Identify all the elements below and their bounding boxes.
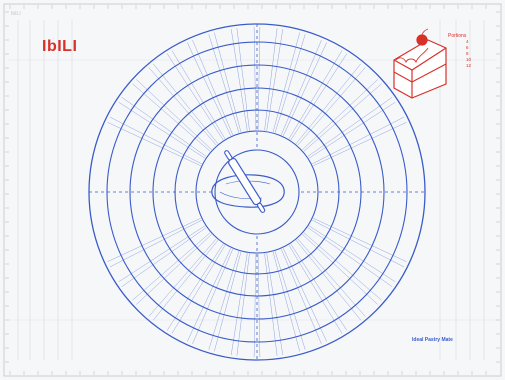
cake-chart-item: 10: [466, 57, 472, 62]
radial-mark: [302, 79, 378, 150]
radial-mark: [307, 97, 393, 157]
radial-mark: [297, 238, 366, 317]
radial-mark: [312, 116, 405, 165]
radial-mark: [297, 67, 366, 146]
radial-mark: [266, 28, 284, 131]
circle-radial-marks: [89, 24, 425, 360]
radial-mark: [257, 27, 261, 131]
cake-chart-item: 12: [466, 63, 472, 68]
radial-mark: [192, 40, 234, 136]
radial-mark: [214, 251, 242, 352]
cake-chart-item: 6: [466, 45, 469, 50]
ruler-ticks: [5, 5, 500, 375]
radial-mark: [152, 240, 219, 321]
corner-brand-label: IbILI: [11, 11, 21, 17]
radial-mark: [166, 243, 224, 331]
radial-mark: [236, 253, 250, 356]
radial-mark: [264, 253, 278, 356]
radial-mark: [230, 28, 248, 131]
size-circle: [129, 64, 385, 320]
radial-mark: [187, 248, 232, 342]
radial-mark: [121, 227, 207, 287]
radial-mark: [272, 32, 300, 133]
radial-mark: [132, 83, 211, 152]
radial-mark: [253, 253, 257, 357]
radial-mark: [107, 122, 201, 167]
radial-mark: [109, 219, 202, 268]
size-circle: [214, 149, 300, 235]
radial-mark: [274, 251, 306, 350]
radial-mark: [236, 28, 250, 131]
radial-mark: [280, 40, 322, 136]
radial-mark: [208, 251, 240, 350]
size-circle: [195, 130, 319, 254]
radial-mark: [132, 232, 211, 301]
radial-mark: [118, 101, 206, 159]
radial-mark: [313, 217, 407, 262]
radial-mark: [308, 101, 396, 159]
radial-mark: [303, 232, 382, 301]
radial-mark: [290, 243, 348, 331]
radial-mark: [192, 248, 234, 344]
radial-mark: [136, 79, 212, 150]
radial-mark: [303, 83, 382, 152]
rolling-pin-dough-icon: [211, 150, 285, 213]
cake-slice-icon: [393, 28, 447, 99]
radial-mark: [187, 42, 232, 136]
radial-mark: [109, 116, 202, 165]
radial-mark: [230, 253, 248, 356]
radial-mark: [266, 253, 284, 356]
radial-mark: [152, 63, 219, 144]
radial-mark: [295, 240, 362, 321]
radial-mark: [171, 50, 226, 139]
radial-mark: [118, 225, 206, 283]
radial-mark: [257, 253, 261, 357]
radial-mark: [288, 245, 343, 334]
footer-brand-text: Ideal Pastry Mate: [412, 337, 453, 343]
radial-mark: [313, 122, 407, 167]
radial-mark: [208, 34, 240, 133]
radial-mark: [290, 53, 348, 141]
radial-mark: [308, 225, 396, 283]
radial-mark: [312, 219, 405, 268]
mat-border: [3, 3, 502, 377]
radial-mark: [107, 217, 201, 262]
radial-mark: [264, 28, 278, 131]
radial-mark: [280, 248, 322, 344]
radial-mark: [295, 63, 362, 144]
radial-mark: [166, 53, 224, 141]
brand-logo: IbILI: [42, 38, 78, 55]
cake-chart-list: 4 6 8 10 12: [466, 39, 471, 69]
radial-mark: [121, 97, 207, 157]
radial-mark: [148, 238, 217, 317]
cake-chart-title: Portions: [448, 33, 467, 39]
radial-mark: [136, 234, 212, 305]
radial-mark: [148, 67, 217, 146]
radial-mark: [214, 32, 242, 133]
radial-mark: [253, 27, 257, 131]
radial-mark: [274, 34, 306, 133]
size-circle: [152, 87, 362, 297]
radial-mark: [282, 42, 327, 136]
radial-mark: [302, 234, 378, 305]
radial-mark: [272, 251, 300, 352]
radial-mark: [288, 50, 343, 139]
radial-mark: [307, 227, 393, 287]
radial-mark: [282, 248, 327, 342]
radial-mark: [171, 245, 226, 334]
cake-chart-item: 8: [466, 51, 469, 56]
cake-chart-item: 4: [466, 39, 469, 44]
